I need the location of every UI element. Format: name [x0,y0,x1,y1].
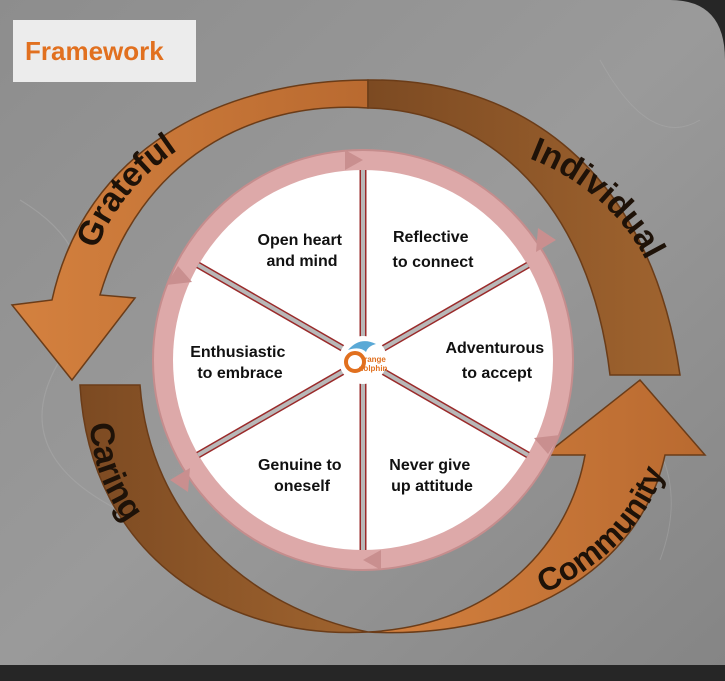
segment-genuine: Genuine to oneself [258,457,346,495]
svg-text:dolphin: dolphin [359,364,388,373]
community-arrow [367,378,707,634]
caring-arrow [79,384,369,634]
ring-chevrons [166,150,560,570]
svg-text:range: range [364,355,386,364]
page-title: Framework [25,35,164,66]
segment-adventurous: Adventurous to accept [445,340,548,382]
orange-dolphin-logo: range dolphin [339,336,388,384]
segment-enthusiastic: Enthusiastic to embrace [190,344,290,382]
grateful-arrow [10,79,369,382]
individual-arrow [367,79,681,376]
segment-reflective: Reflective to connect [393,229,475,271]
segment-never-give-up: Never give up attitude [389,457,474,495]
segment-open-heart: Open heart and mind [258,232,347,270]
dolphin-icon [348,341,376,352]
header-box: Framework [13,20,196,82]
